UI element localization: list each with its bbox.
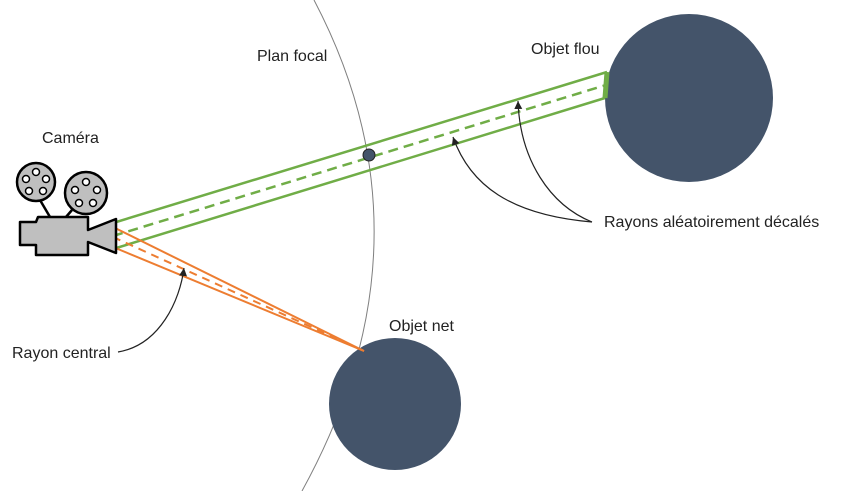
sharp-object-sphere <box>329 338 461 470</box>
focal-plane-label: Plan focal <box>257 48 328 65</box>
camera-label: Caméra <box>42 130 99 147</box>
offset-rays-label: Rayons aléatoirement décalés <box>604 214 820 231</box>
offset-rays-arrows <box>451 100 593 223</box>
green-ray-bundle <box>112 70 610 251</box>
focus-point <box>362 148 376 162</box>
movie-camera-icon <box>15 161 118 257</box>
offset-ray-arrow-2 <box>514 100 593 223</box>
blurry-object-label: Objet flou <box>531 41 600 58</box>
central-ray-label: Rayon central <box>12 345 111 362</box>
offset-ray-arrow-1 <box>451 136 593 223</box>
sharp-object-label: Objet net <box>389 318 454 335</box>
blurry-object-sphere <box>605 14 773 182</box>
central-ray-arrow <box>117 267 187 353</box>
orange-ray-bundle <box>112 226 365 352</box>
